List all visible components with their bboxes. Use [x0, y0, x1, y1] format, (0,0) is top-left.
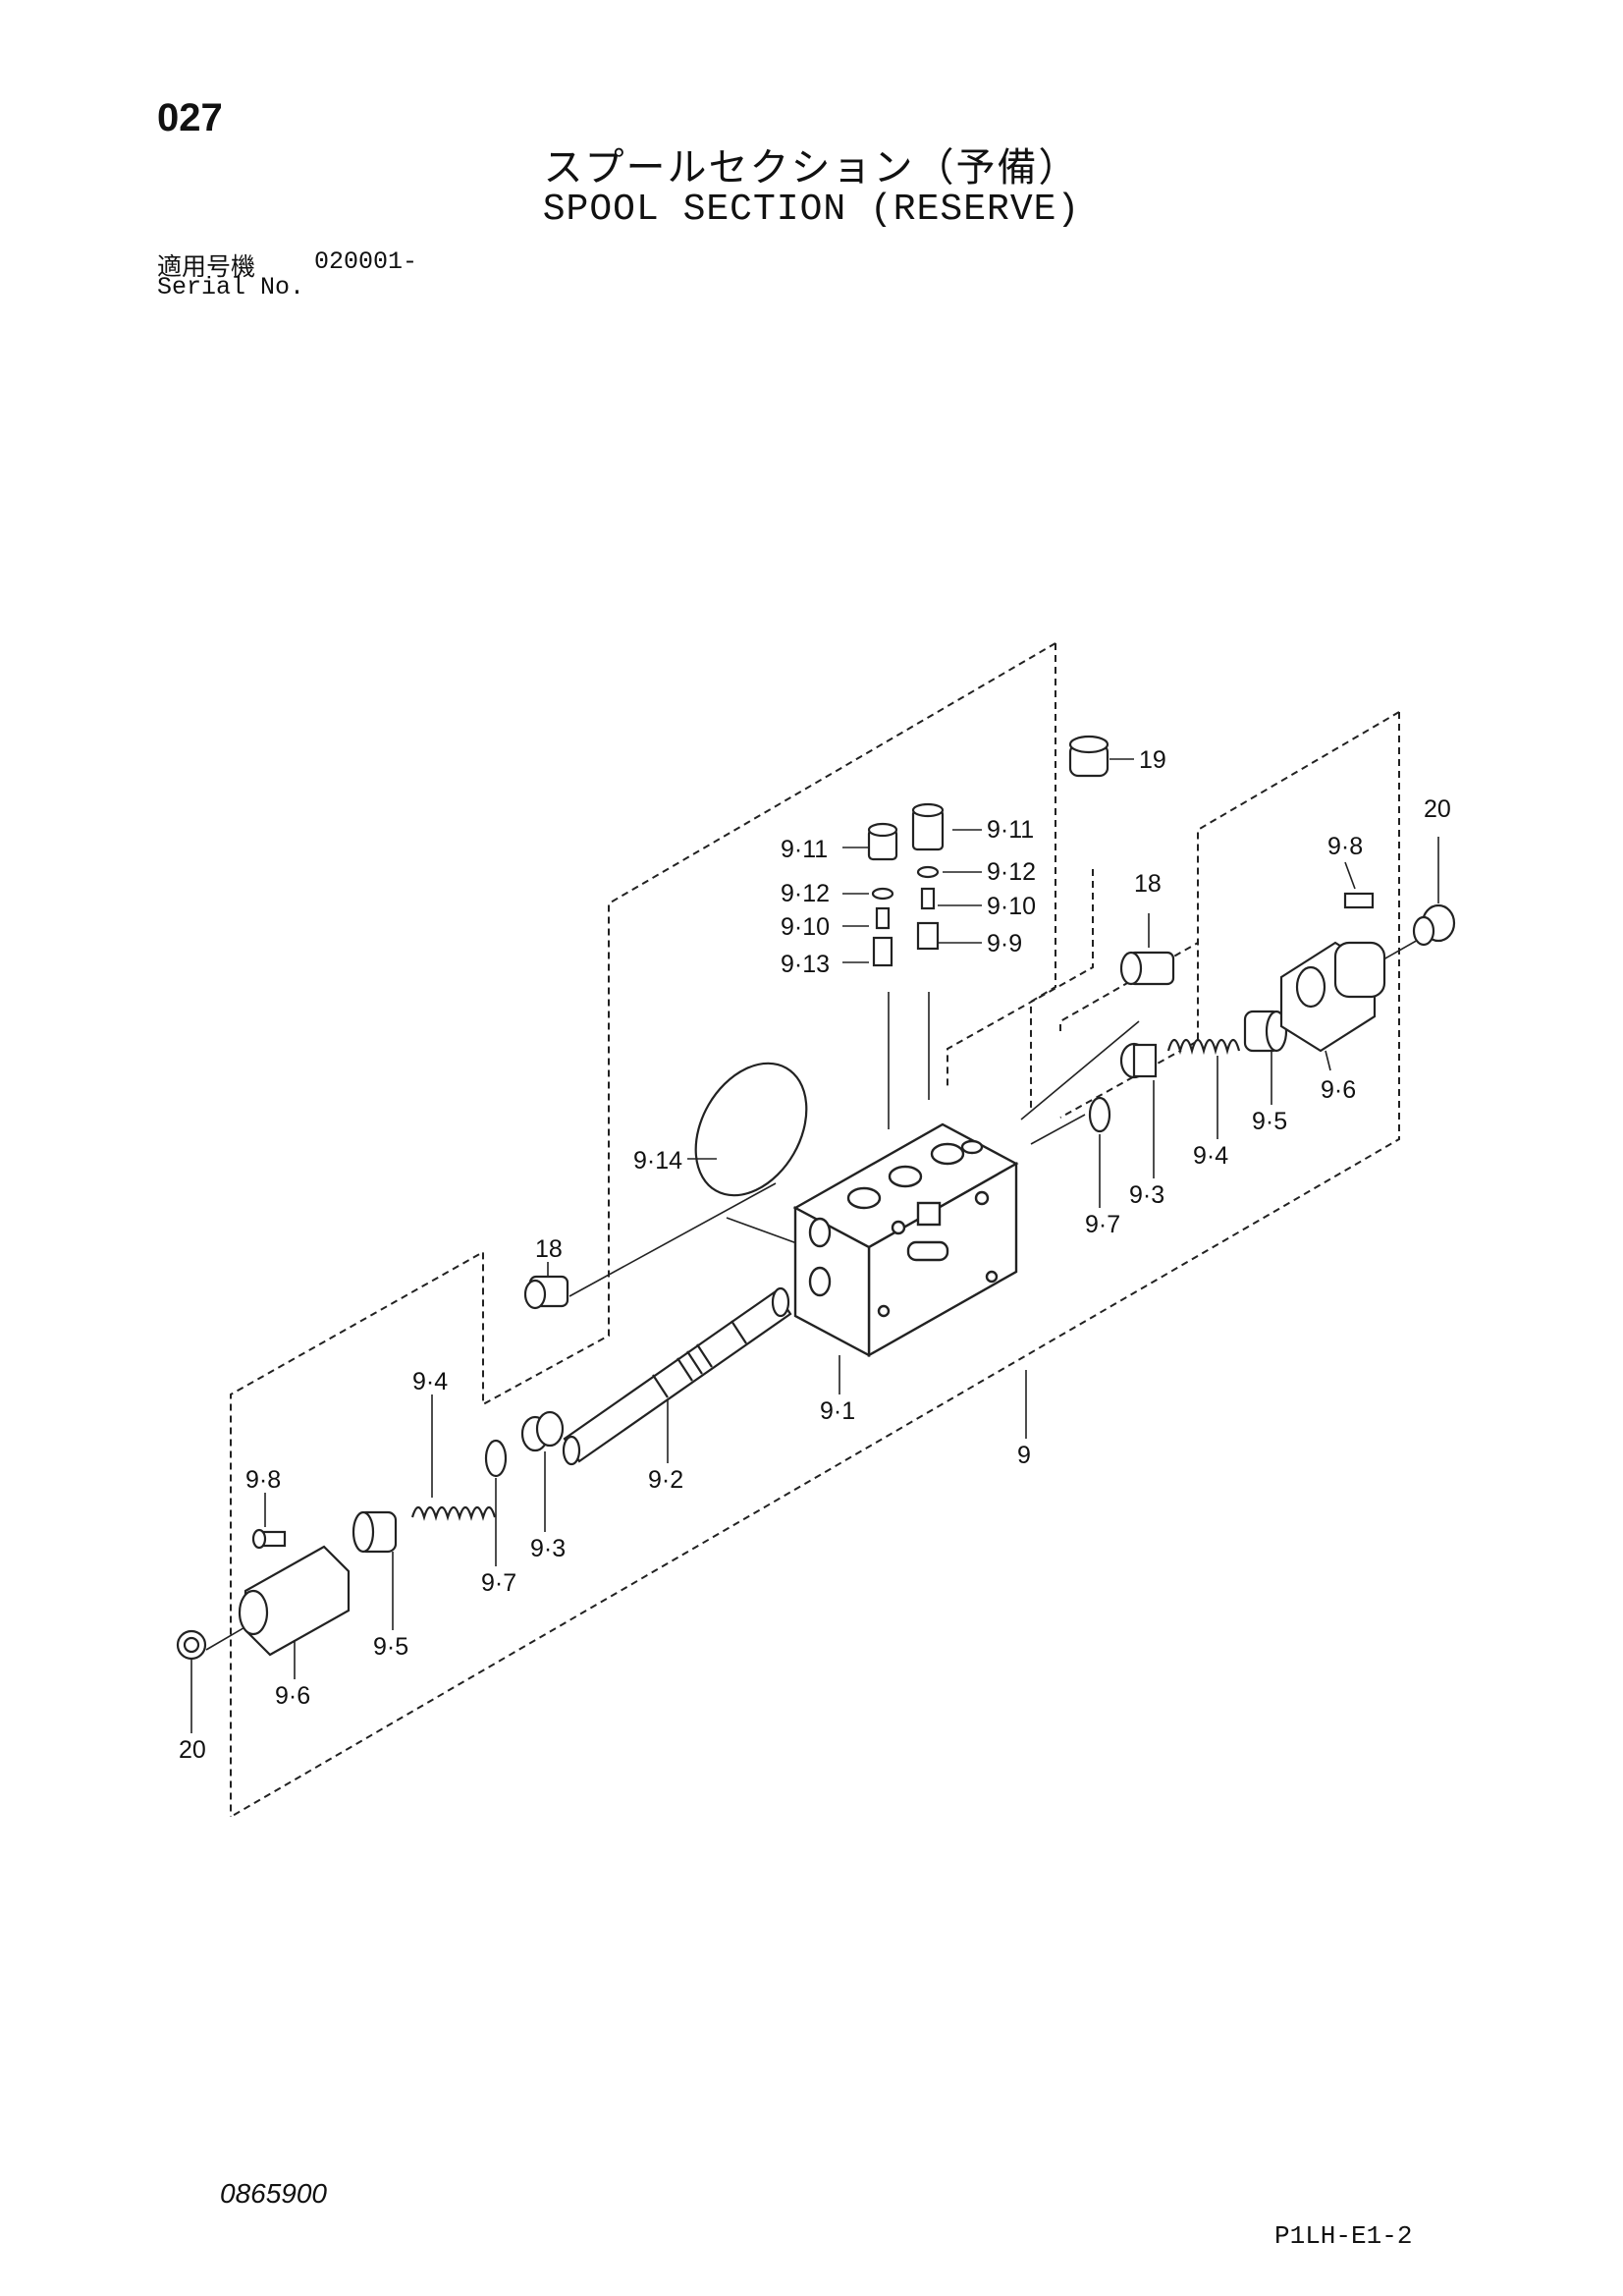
callout-9-10-a: 9·10: [781, 913, 830, 941]
serial-label-english: Serial No.: [157, 273, 305, 301]
callout-9-2: 9·2: [648, 1466, 683, 1494]
callout-9-7-top: 9·7: [1085, 1211, 1120, 1238]
callout-leaders: [190, 758, 1439, 1733]
callout-9: 9: [1017, 1442, 1031, 1469]
page-code: P1LH-E1-2: [1274, 2221, 1413, 2251]
top-fittings: [694, 802, 945, 1197]
callout-20-left: 20: [179, 1736, 206, 1764]
callout-9-5-left: 9·5: [373, 1633, 408, 1661]
callout-18-left: 18: [535, 1235, 563, 1263]
callout-9-11-a: 9·11: [781, 836, 828, 863]
callout-9-9: 9·9: [987, 930, 1022, 957]
callout-9-6-top: 9·6: [1321, 1076, 1356, 1104]
callout-9-7-left: 9·7: [481, 1569, 516, 1597]
spool: [562, 1286, 792, 1466]
callout-9-8-left: 9·8: [245, 1466, 281, 1494]
callout-9-10-b: 9·10: [987, 893, 1036, 920]
callout-9-12-a: 9·12: [781, 880, 830, 907]
serial-label-japanese: 適用号機: [157, 252, 256, 281]
callout-9-14: 9·14: [633, 1147, 682, 1175]
callout-9-3-top: 9·3: [1129, 1181, 1164, 1209]
serial-number-value: 020001-: [314, 247, 418, 276]
callout-9-3-left: 9·3: [530, 1535, 566, 1562]
right-components: [1068, 735, 1456, 1133]
callout-18-top: 18: [1134, 870, 1162, 898]
title-japanese: スプールセクション（予備）: [543, 145, 1080, 191]
callout-labels: 9·11 9·11 9·12 9·12 9·10 9·10 9·13 9·9 1…: [179, 746, 1451, 1764]
left-components: [176, 1275, 569, 1661]
valve-body: [792, 1122, 1019, 1358]
callout-9-4-left: 9·4: [412, 1368, 448, 1395]
group-boundary-dashed: [230, 642, 1400, 1818]
callout-9-5-top: 9·5: [1252, 1108, 1287, 1135]
callout-9-1: 9·1: [820, 1397, 855, 1425]
callout-9-8-top: 9·8: [1327, 833, 1363, 860]
callout-9-11-b: 9·11: [987, 816, 1034, 844]
callout-9-4-top: 9·4: [1193, 1142, 1228, 1170]
callout-20-top: 20: [1424, 795, 1451, 823]
callout-9-6-left: 9·6: [275, 1682, 310, 1710]
document-number: 0865900: [220, 2178, 328, 2209]
callout-9-12-b: 9·12: [987, 858, 1036, 886]
title-english: SPOOL SECTION (RESERVE): [542, 189, 1081, 231]
callout-19: 19: [1139, 746, 1166, 774]
callout-9-13: 9·13: [781, 951, 830, 978]
page-number: 027: [157, 96, 223, 139]
